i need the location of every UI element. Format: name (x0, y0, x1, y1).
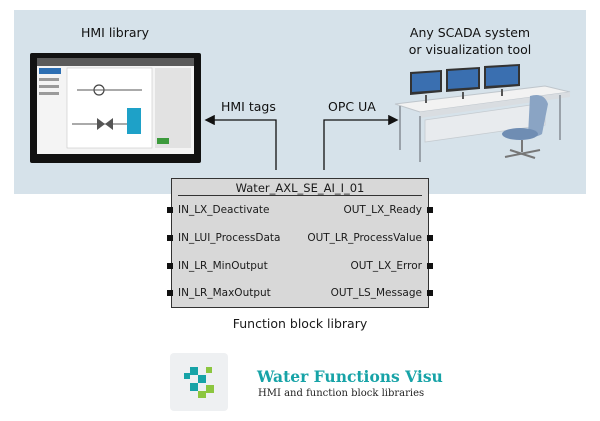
function-block: Water_AXL_SE_AI_I_01 IN_LX_Deactivate IN… (171, 178, 429, 308)
scada-label-line1: Any SCADA system (409, 25, 531, 40)
input-pin (167, 235, 173, 241)
input-port-label: IN_LR_MaxOutput (178, 287, 271, 299)
hmi-tags-label: HMI tags (221, 99, 276, 114)
output-port-label: OUT_LX_Ready (343, 204, 422, 216)
scada-label-line2: or visualization tool (408, 42, 532, 57)
output-pin (427, 235, 433, 241)
output-pin (427, 263, 433, 269)
function-block-title: Water_AXL_SE_AI_I_01 (235, 181, 365, 195)
opc-ua-label: OPC UA (328, 99, 376, 114)
output-pin (427, 207, 433, 213)
input-port-label: IN_LX_Deactivate (178, 204, 270, 216)
opc-ua-arrow (323, 114, 399, 170)
input-pin (167, 207, 173, 213)
output-port-label: OUT_LS_Message (330, 287, 422, 299)
brand-subtitle: HMI and function block libraries (258, 388, 425, 399)
hmi-library-label: HMI library (80, 25, 150, 40)
brand-title: Water Functions Visu (257, 367, 443, 386)
input-pin (167, 290, 173, 296)
input-pin (167, 263, 173, 269)
hmi-screen-content (37, 58, 194, 149)
output-pin (427, 290, 433, 296)
function-block-caption: Function block library (232, 316, 368, 331)
output-port-label: OUT_LX_Error (350, 260, 422, 272)
output-port-label: OUT_LR_ProcessValue (307, 232, 422, 244)
input-port-label: IN_LR_MinOutput (178, 260, 268, 272)
input-port-label: IN_LUI_ProcessData (178, 232, 281, 244)
hmi-screen (37, 58, 194, 154)
water-functions-logo-icon (170, 353, 228, 411)
hmi-tags-arrow (204, 114, 277, 170)
hmi-monitor-illustration (30, 53, 201, 163)
function-block-divider (178, 195, 422, 196)
